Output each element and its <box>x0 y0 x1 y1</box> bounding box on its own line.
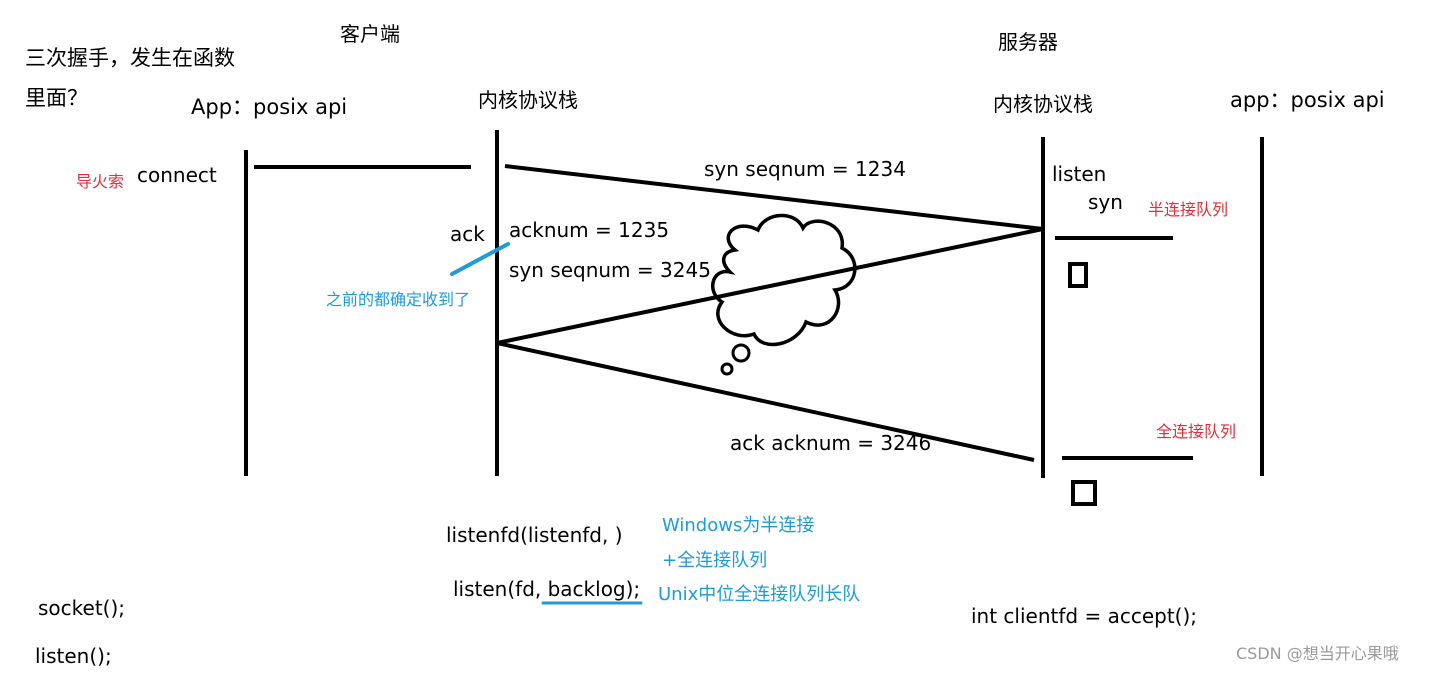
ack-label: ack <box>450 222 485 246</box>
listen-backlog-call: listen(fd, backlog); <box>453 577 641 601</box>
connect-label: connect <box>137 163 217 187</box>
client-app-label: App：posix api <box>191 95 348 119</box>
csdn-watermark: CSDN @想当开心果哦 <box>1236 644 1399 663</box>
thought-cloud <box>711 213 857 347</box>
ack-message-line <box>496 341 1035 462</box>
thought-bubble-large <box>731 343 751 363</box>
fuse-label: 导火索 <box>76 172 125 191</box>
unix-note: Unix中位全连接队列长队 <box>658 584 861 605</box>
client-kernel-label: 内核协议栈 <box>478 88 578 112</box>
half-queue-slot <box>1068 262 1088 288</box>
syn-ack-message-line <box>496 227 1044 345</box>
listenfd-call: listenfd(listenfd, ) <box>446 523 623 547</box>
intro-line-1: 三次握手，发生在函数 <box>25 46 235 70</box>
syn-seqnum-1234: syn seqnum = 1234 <box>704 157 906 181</box>
confirm-note: 之前的都确定收到了 <box>326 290 471 309</box>
half-queue-label: 半连接队列 <box>1148 200 1229 219</box>
socket-call: socket(); <box>38 596 126 620</box>
server-kernel-label: 内核协议栈 <box>993 92 1093 116</box>
server-title: 服务器 <box>998 30 1058 54</box>
listen-label: listen <box>1052 162 1107 186</box>
ack-confirm-stroke <box>450 242 510 276</box>
windows-note: Windows为半连接 <box>662 515 815 536</box>
syn-message-line <box>504 164 1044 231</box>
listen-call: listen(); <box>35 644 112 668</box>
syn-seqnum-3245: syn seqnum = 3245 <box>509 258 711 282</box>
client-title: 客户端 <box>340 22 400 46</box>
accept-call: int clientfd = accept(); <box>971 604 1198 628</box>
full-queue-note: +全连接队列 <box>662 550 768 571</box>
ack-acknum-3246: ack acknum = 3246 <box>730 431 932 455</box>
acknum-1235: acknum = 1235 <box>509 218 670 242</box>
full-queue-label: 全连接队列 <box>1156 422 1237 441</box>
full-queue-slot <box>1071 480 1097 506</box>
server-app-label: app：posix api <box>1230 88 1385 112</box>
intro-line-2: 里面？ <box>25 86 88 110</box>
syn-label: syn <box>1088 190 1123 214</box>
thought-bubble-small <box>720 362 734 376</box>
